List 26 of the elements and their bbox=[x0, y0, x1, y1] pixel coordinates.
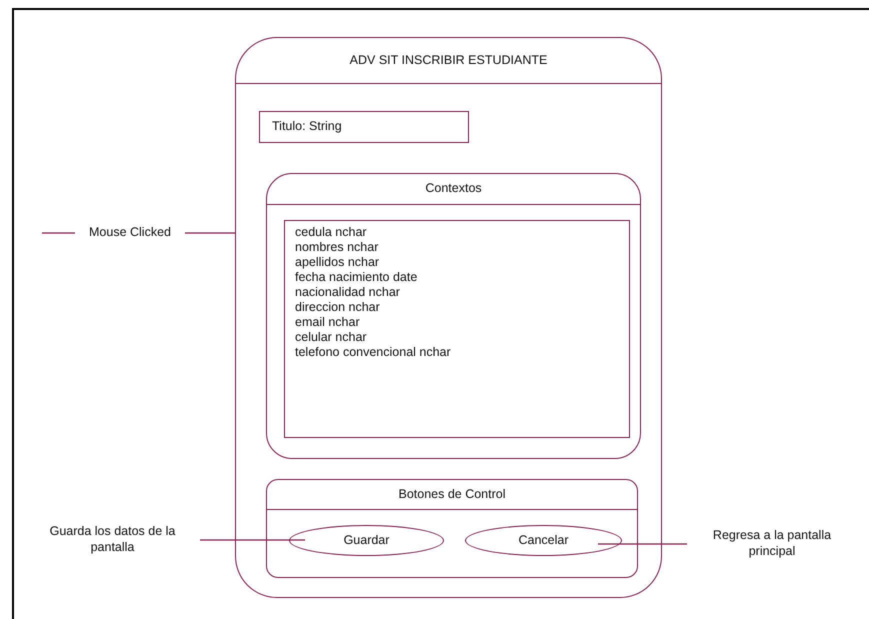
field-entry: direccion nchar bbox=[295, 300, 381, 315]
context-panel bbox=[266, 173, 641, 459]
cancel-button: Cancelar bbox=[465, 525, 622, 556]
note-text: Guarda los datos de la pantalla bbox=[30, 523, 195, 557]
title-field: Titulo: String bbox=[259, 111, 469, 143]
panel-title: Botones de Control bbox=[397, 486, 506, 500]
panel-title: Contextos bbox=[424, 181, 483, 195]
field-entry: cedula nchar bbox=[295, 225, 368, 240]
field-entry: nombres nchar bbox=[295, 240, 380, 255]
connector-line bbox=[42, 232, 75, 234]
field-entry: apellidos nchar bbox=[295, 255, 380, 270]
leader-line bbox=[200, 539, 305, 541]
field-entry: nacionalidad nchar bbox=[295, 285, 401, 300]
event-label: Mouse Clicked bbox=[80, 224, 180, 242]
button-panel bbox=[266, 479, 638, 578]
panel-title: ADV SIT INSCRIBIR ESTUDIANTE bbox=[348, 52, 548, 66]
window-frame bbox=[235, 37, 662, 598]
note-text: Regresa a la pantalla principal bbox=[692, 527, 852, 561]
field-list bbox=[284, 220, 630, 438]
field-entry: celular nchar bbox=[295, 330, 368, 345]
field-entry: fecha nacimiento date bbox=[295, 270, 418, 285]
field-entry: telefono convencional nchar bbox=[295, 345, 452, 360]
leader-line bbox=[598, 543, 687, 545]
save-button: Guardar bbox=[289, 525, 444, 556]
field-entry: email nchar bbox=[295, 315, 361, 330]
connector-line bbox=[185, 232, 235, 234]
